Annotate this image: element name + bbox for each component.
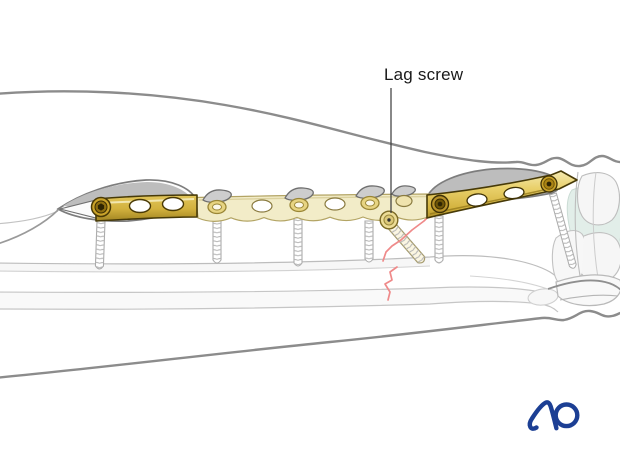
forearm-outline [0, 90, 620, 379]
lag-screw-shaft [386, 221, 426, 264]
screw-shaft [293, 217, 303, 267]
screw-head [430, 194, 450, 214]
carpal-bones [547, 171, 620, 307]
plate-hole [251, 197, 346, 213]
plate-middle-segment [195, 185, 430, 222]
plate-hole [466, 186, 525, 207]
screw-head [90, 196, 112, 218]
screw-shaft [212, 216, 222, 264]
ao-logo [527, 400, 580, 431]
locking-screw-head [207, 194, 413, 215]
plate-hole [128, 196, 185, 214]
fracture-line [382, 211, 434, 301]
bone-screws [94, 192, 577, 270]
screw-shaft-distal [549, 192, 577, 269]
plate-left-segment [59, 194, 198, 222]
screw-head [540, 175, 558, 193]
screw-shaft [434, 215, 444, 264]
screw-shaft [364, 220, 374, 263]
screw-shaft [94, 220, 106, 270]
plate-right-segment [426, 170, 578, 219]
forearm-bones [0, 210, 563, 313]
lag-screw-label: Lag screw [384, 65, 464, 84]
lag-screw-head [379, 210, 399, 230]
